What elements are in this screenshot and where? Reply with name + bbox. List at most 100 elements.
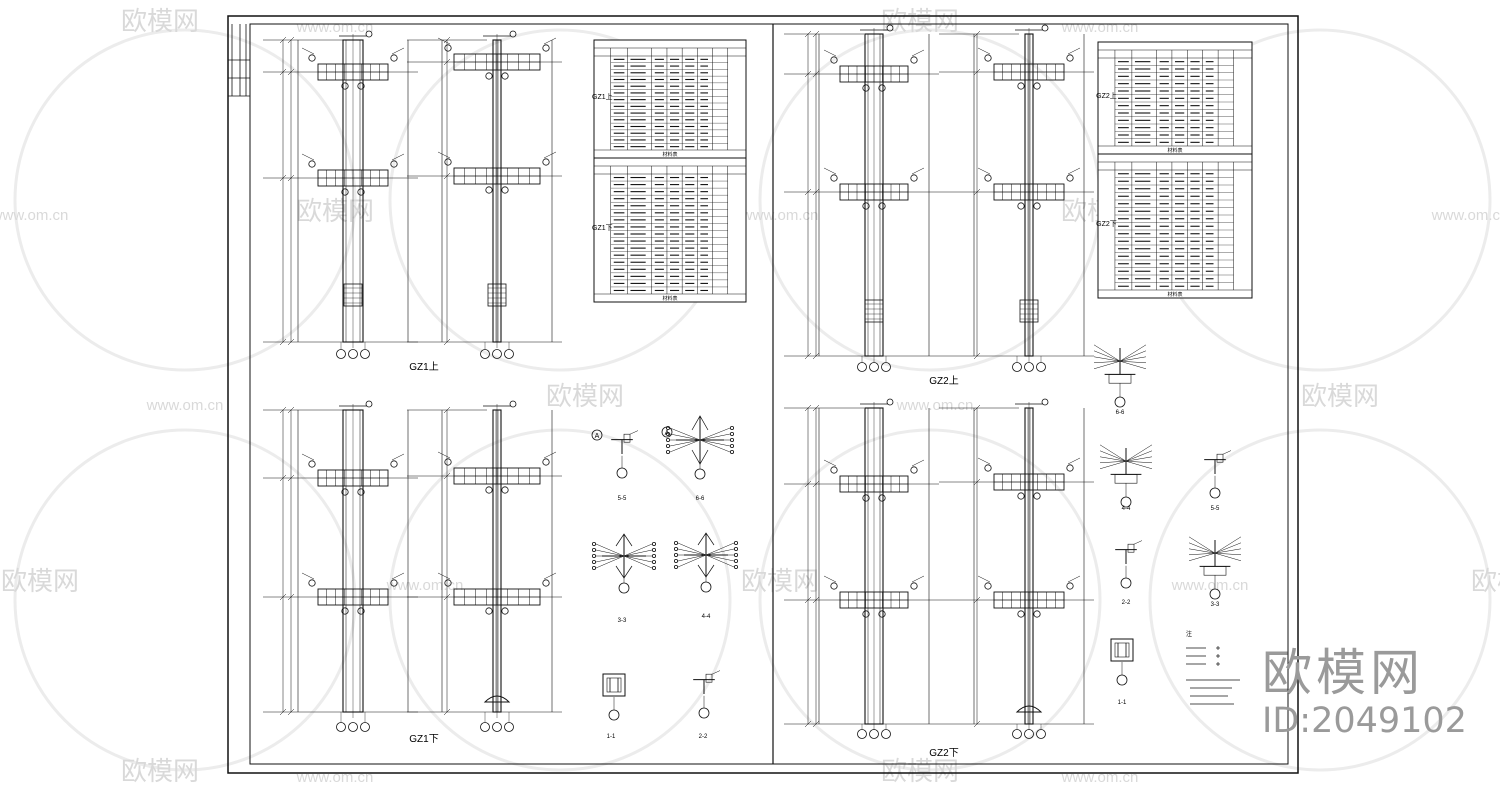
axis-bubble	[348, 349, 358, 359]
node-callout	[1066, 582, 1074, 590]
node-callout	[542, 579, 550, 587]
section-axis-bubble	[1116, 674, 1128, 686]
node-callout	[878, 202, 886, 210]
node-callout	[910, 582, 918, 590]
axis-bubble	[1012, 362, 1022, 372]
watermark-site: www.om.cn	[296, 19, 374, 36]
table-footer-label: 材料表	[1167, 291, 1182, 298]
watermark-ring	[1148, 428, 1492, 772]
elevation-gz1-bottom-side	[407, 400, 562, 732]
watermark-site: www.om.cn	[146, 397, 224, 414]
node-callout	[485, 607, 493, 615]
node-callout	[1033, 202, 1041, 210]
drawing-title-gz2-top: GZ2上	[929, 375, 958, 387]
node-callout	[444, 44, 452, 52]
node-callout	[910, 174, 918, 182]
watermark-site: www.om.cn	[1061, 769, 1139, 786]
axis-bubble	[1012, 729, 1022, 739]
section-label: 4-4	[702, 614, 711, 620]
section-axis-bubble	[618, 582, 630, 594]
watermark-site: www.om.cn	[741, 207, 819, 224]
node-callout	[542, 158, 550, 166]
node-callout	[862, 494, 870, 502]
node-callout	[984, 582, 992, 590]
elevation-gz1-top-side	[407, 30, 562, 359]
drawing-title-gz1-bottom: GZ1下	[409, 734, 438, 745]
node-callout	[1017, 202, 1025, 210]
axis-bubble	[360, 722, 370, 732]
axis-bubble	[480, 722, 490, 732]
table-footer-label: 材料表	[662, 151, 677, 158]
axis-bubble	[881, 362, 891, 372]
node-callout	[341, 488, 349, 496]
axis-bubble	[336, 349, 346, 359]
node-callout	[501, 607, 509, 615]
section-detail-5-5-r	[1204, 450, 1232, 499]
node-callout	[886, 24, 894, 32]
column-base-plate	[1015, 705, 1043, 713]
node-callout	[509, 30, 517, 38]
section-axis-bubble	[1114, 396, 1126, 408]
elevation-gz2-top-front	[784, 24, 939, 372]
node-callout	[444, 579, 452, 587]
table-footer-label: 材料表	[662, 295, 677, 302]
section-axis-bubble	[700, 581, 712, 593]
section-axis-bubble	[698, 707, 710, 719]
watermark-brand: 欧模网	[546, 381, 624, 411]
sheet-outer-border	[227, 15, 1299, 774]
column-base-plate	[483, 695, 511, 703]
section-detail-1-1	[602, 673, 626, 721]
axis-bubble	[857, 729, 867, 739]
watermark-brand: 欧模网	[741, 566, 819, 596]
section-label: 1-1	[1118, 700, 1127, 706]
node-callout	[444, 158, 452, 166]
axis-bubble	[857, 362, 867, 372]
table-border	[593, 157, 747, 303]
column-elevations	[263, 24, 1094, 739]
watermark-ring	[758, 428, 1102, 772]
section-details	[592, 344, 1242, 721]
section-label: 5-5	[618, 496, 627, 502]
node-callout	[341, 607, 349, 615]
watermark-site: www.om.cn	[1171, 577, 1249, 594]
watermark-site: www.om.cn	[896, 397, 974, 414]
table-member-label: GZ1上	[592, 92, 613, 101]
node-callout	[1017, 492, 1025, 500]
elevation-gz2-bottom-side	[939, 398, 1094, 739]
elevation-gz2-bottom-front	[784, 398, 939, 739]
node-callout	[984, 54, 992, 62]
section-axis-bubble	[608, 709, 620, 721]
column-base-detail	[864, 299, 884, 323]
table-member-label: GZ1下	[592, 224, 613, 232]
node-callout	[308, 460, 316, 468]
watermark-ring	[388, 428, 732, 772]
node-callout	[862, 610, 870, 618]
node-callout	[1033, 610, 1041, 618]
model-id: ID:2049102	[1262, 701, 1467, 741]
watermark-brand: 欧模网	[1471, 566, 1500, 596]
watermark-site: www.om.cn	[1431, 207, 1500, 224]
node-callout	[357, 82, 365, 90]
node-callout	[485, 486, 493, 494]
node-callout	[984, 464, 992, 472]
section-label: 2-2	[1122, 600, 1131, 606]
axis-bubble	[480, 349, 490, 359]
section-detail-5-5	[611, 430, 639, 479]
axis-bubble	[336, 722, 346, 732]
section-labels-right: 6-6 4-4 5-5 2-2 3-3 1-1	[1116, 410, 1220, 706]
column-base-detail	[343, 283, 363, 307]
elevation-gz2-top-side	[939, 24, 1094, 372]
table-footer-label: 材料表	[1167, 147, 1182, 154]
section-detail-4-4	[674, 532, 739, 593]
drawing-title-gz1-top: GZ1上	[409, 361, 438, 373]
callout-a-markers: A A	[591, 426, 673, 441]
watermark-brand: 欧模网	[121, 6, 199, 36]
axis-bubble	[1024, 729, 1034, 739]
watermark-site: www.om.cn	[0, 207, 68, 224]
axis-bubble	[869, 729, 879, 739]
section-label: 4-4	[1122, 506, 1131, 512]
